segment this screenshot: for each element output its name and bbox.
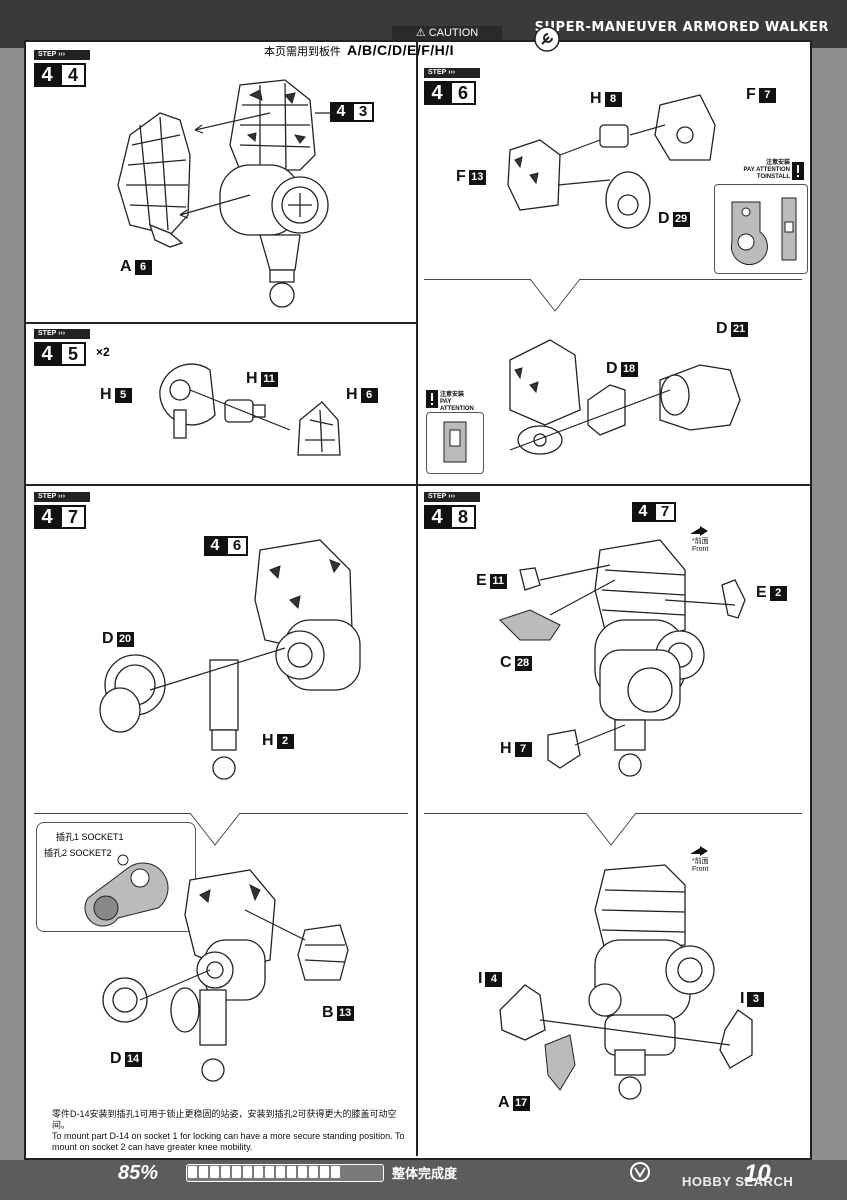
caution-tab: ⚠ CAUTION [392,26,502,40]
notch-48 [585,812,637,846]
step44-diagram [117,79,335,308]
step-tag: STEP ››› [34,492,90,502]
step48-diagram [499,539,746,777]
notch-46 [529,278,581,312]
exclamation-icon [792,162,804,180]
progress-segment [210,1166,219,1178]
completion-label: 整体完成度 [392,1166,458,1181]
step-tag: STEP ››› [424,492,480,502]
attention-part-diagram [730,197,797,266]
required-parts: 本页需用到板件 A/B/C/D/E/F/H/I [264,42,454,59]
socket-note-cn: 零件D-14安装到插孔1可用于锁止更稳固的站姿，安装到插孔2可获得更大的膝盖可动… [52,1109,397,1130]
progress-fill [188,1166,340,1180]
step-tag: STEP ››› [424,68,480,78]
step47-diagram [99,539,361,780]
progress-segment [320,1166,329,1178]
column-divider [416,42,418,1156]
step45-diagram [159,363,341,456]
step-num-b: 4 [60,63,86,87]
step47-sub-diagram [102,869,349,1082]
brand-logo-icon [630,1162,650,1182]
progress-segment [221,1166,230,1178]
attention-part-diagram-b [443,421,467,463]
watermark: HOBBY SEARCH [682,1174,794,1189]
repeat-count: ×2 [96,345,110,359]
footer-bar [0,1160,847,1200]
progress-segment [276,1166,285,1178]
socket-2-label: 插孔2 SOCKET2 [44,848,112,858]
caution-label: CAUTION [428,27,479,39]
progress-segment [309,1166,318,1178]
sub-divider-46 [424,279,802,280]
step46-diagram [507,94,716,229]
step-tag: STEP ››› [34,50,90,60]
step48-sub-diagram [499,864,753,1100]
progress-segment [287,1166,296,1178]
progress-segment [298,1166,307,1178]
progress-segment [265,1166,274,1178]
completion-progress-bar [186,1164,384,1182]
row-divider-2 [26,484,810,486]
socket-note-en: To mount part D-14 on socket 1 for locki… [52,1131,405,1152]
notch-47 [189,812,241,846]
required-parts-list: A/B/C/D/E/F/H/I [347,42,455,58]
progress-segment [188,1166,197,1178]
front-arrow-icon [690,526,708,536]
socket-note: 零件D-14安装到插孔1可用于锁止更稳固的站姿，安装到插孔2可获得更大的膝盖可动… [52,1109,412,1153]
row-divider-1 [26,322,416,324]
progress-segment [232,1166,241,1178]
step-num-a: 4 [34,63,60,87]
step46-sub-diagram [509,339,741,455]
completion-percent: 85% [118,1162,159,1184]
socket-diagram [84,854,169,927]
required-parts-label: 本页需用到板件 [264,46,341,58]
page-number: 10 [744,1160,771,1187]
progress-segment [199,1166,208,1178]
progress-segment [254,1166,263,1178]
progress-segment [331,1166,340,1178]
manual-title: SUPER-MANEUVER ARMORED WALKER [534,20,829,35]
socket-1-label: 插孔1 SOCKET1 [56,832,124,842]
progress-segment [243,1166,252,1178]
wrench-icon [534,26,560,52]
exclamation-icon [426,390,438,408]
front-arrow-icon [690,846,708,856]
step-tag: STEP ››› [34,329,90,339]
